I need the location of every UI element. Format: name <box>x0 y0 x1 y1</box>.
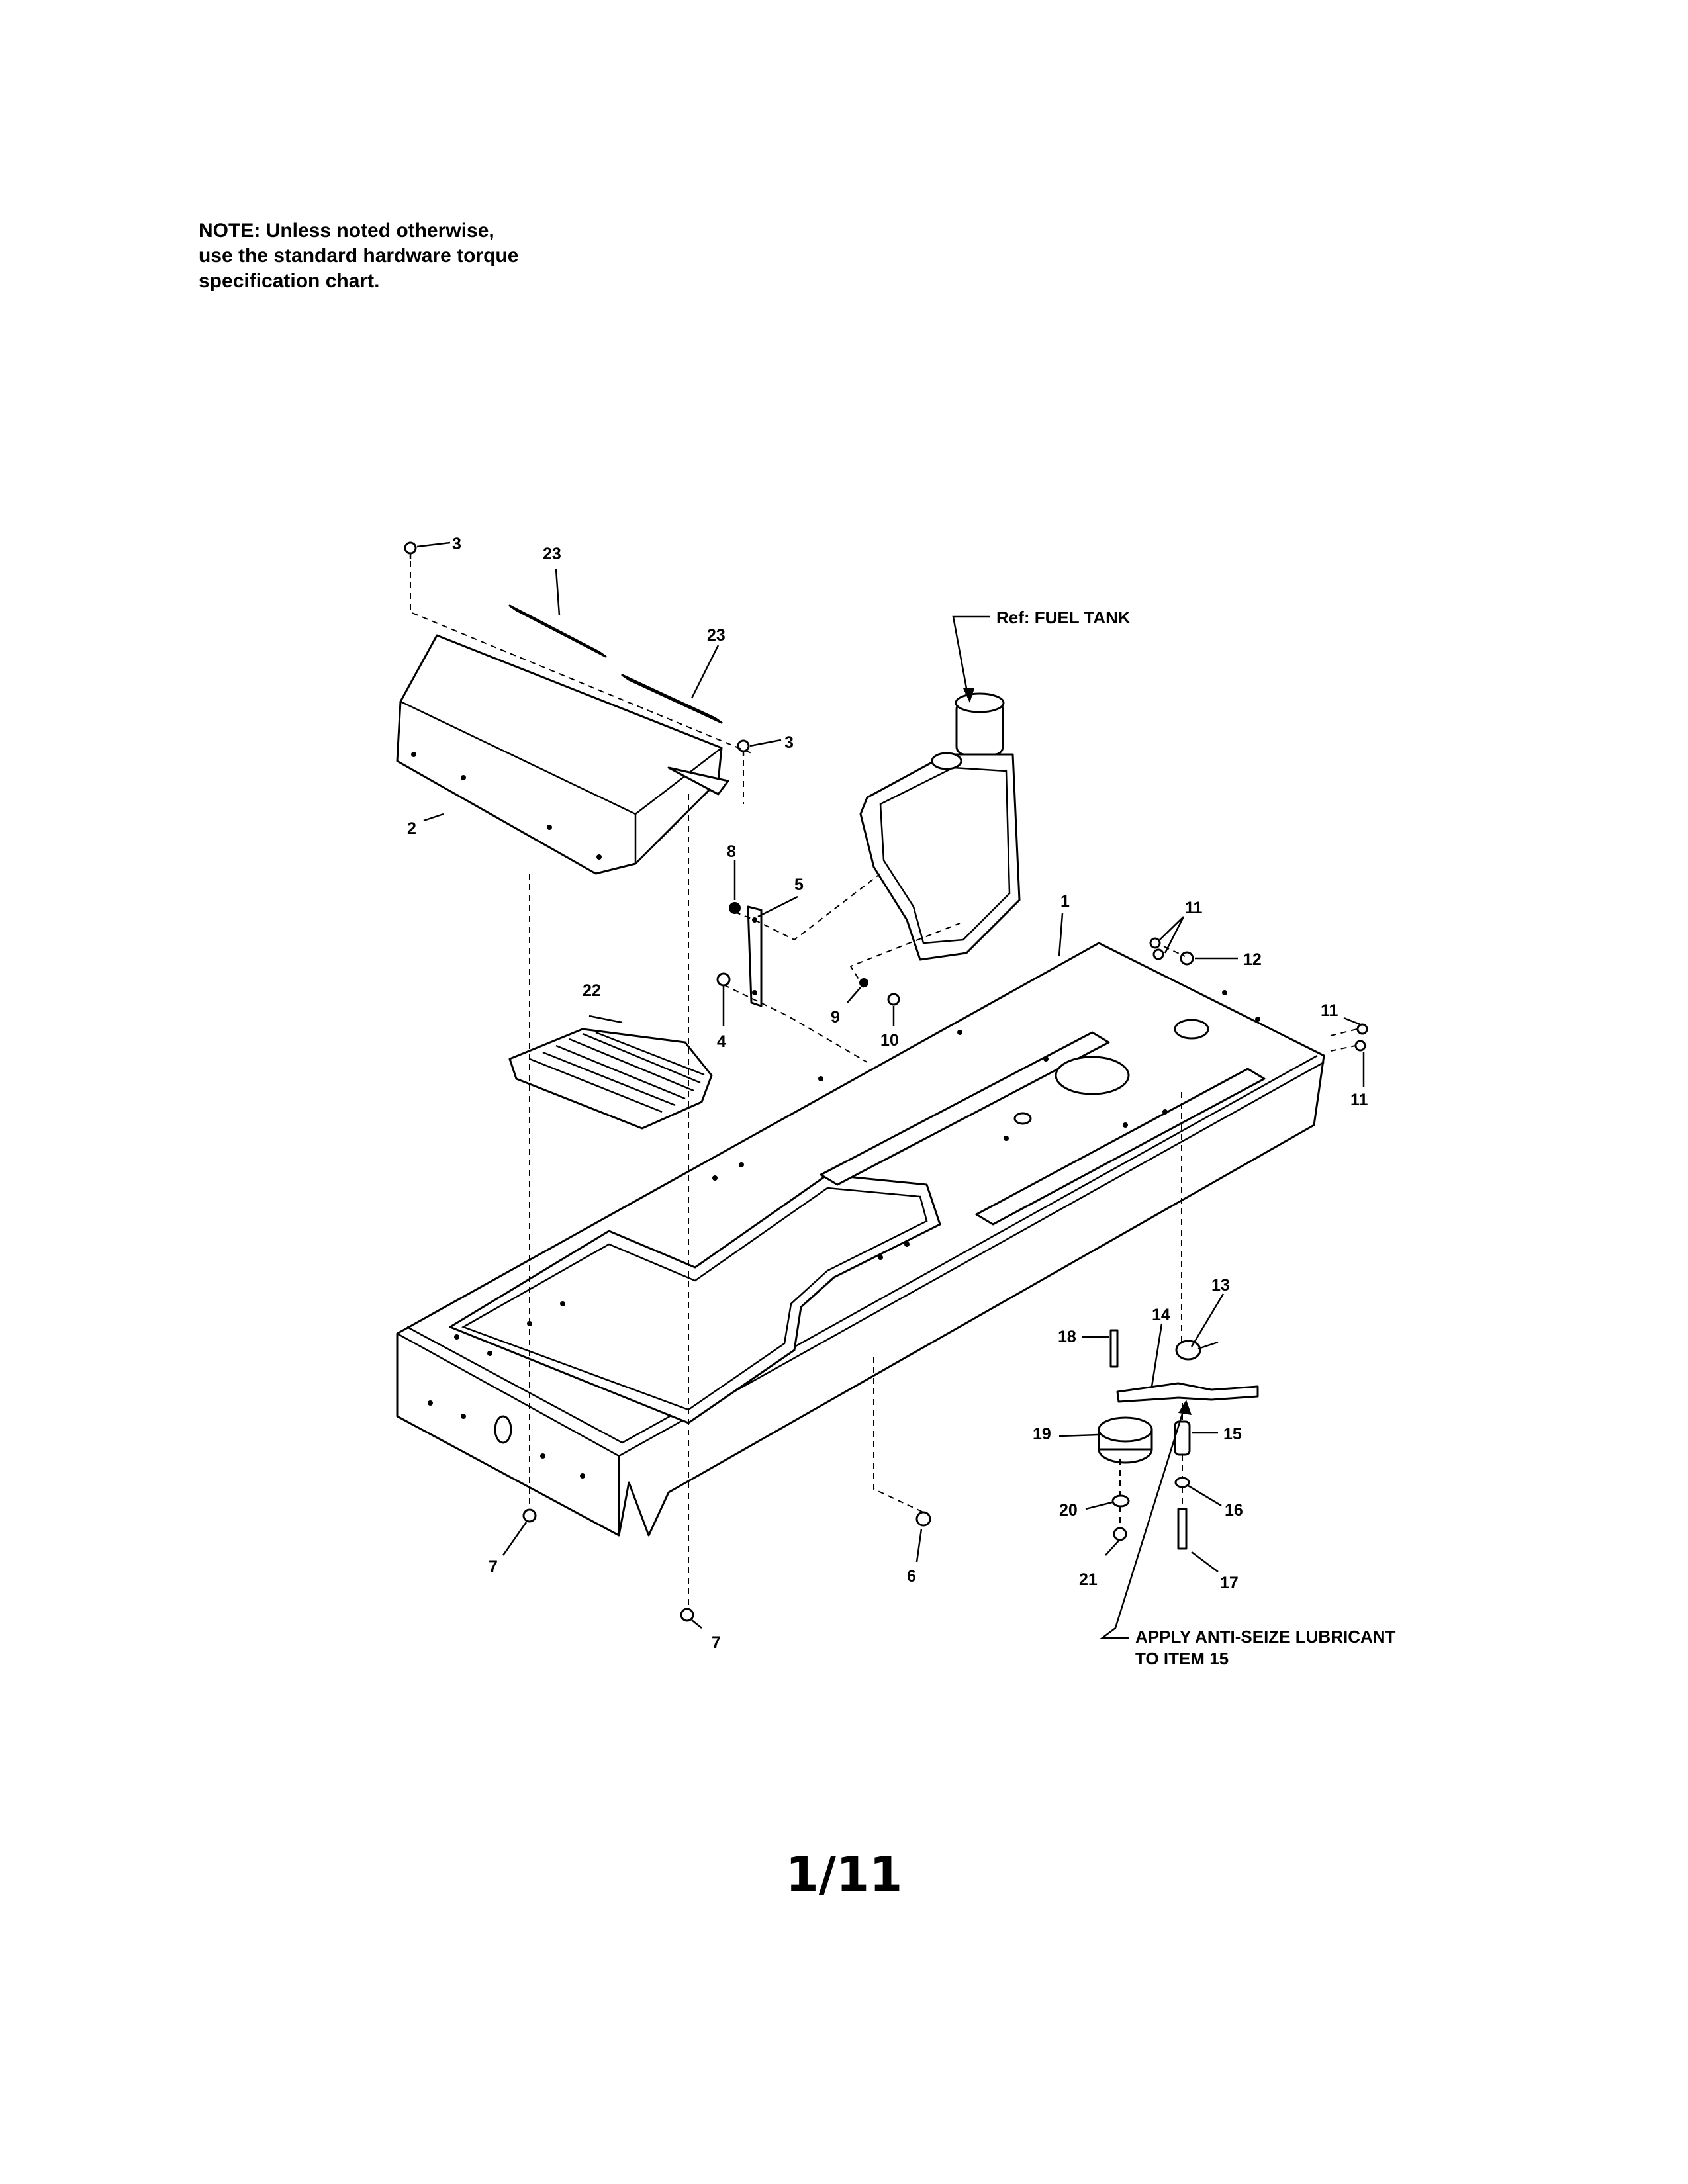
part-label: 22 <box>583 981 601 1000</box>
part-label: 5 <box>794 876 804 894</box>
note-line-2: use the standard hardware torque <box>199 245 519 267</box>
part-label: 15 <box>1223 1425 1242 1443</box>
part-label: 21 <box>1079 1570 1098 1589</box>
bracket-part <box>747 905 763 1007</box>
part-label: 7 <box>489 1557 498 1576</box>
torque-note: NOTE: Unless noted otherwise, use the st… <box>199 218 518 294</box>
part-label: 2 <box>407 819 416 838</box>
part-label: 14 <box>1152 1306 1170 1324</box>
fuel-tank-reference: Ref: FUEL TANK <box>996 608 1131 627</box>
floor-mat-part <box>508 1028 713 1130</box>
part-label: 10 <box>880 1031 899 1050</box>
hardware-parts <box>404 541 1368 1622</box>
part-label: 16 <box>1225 1501 1243 1520</box>
part-label: 20 <box>1059 1501 1078 1520</box>
part-label: 23 <box>707 626 726 645</box>
part-label: 3 <box>452 535 461 553</box>
part-label: 11 <box>1321 1001 1338 1020</box>
part-label: 6 <box>907 1567 916 1586</box>
part-label: 12 <box>1243 950 1262 969</box>
note-line-3: specification chart. <box>199 270 380 292</box>
part-label: 3 <box>784 733 794 752</box>
part-labels: 1 2 3 3 4 5 6 7 7 8 9 10 11 11 11 12 13 … <box>407 535 1368 1652</box>
part-label: 8 <box>727 842 736 861</box>
part-label: 17 <box>1220 1574 1239 1592</box>
anti-seize-instruction-item: TO ITEM 15 <box>1135 1649 1229 1668</box>
assembly-lines <box>410 561 1358 1608</box>
frame-part <box>396 942 1325 1537</box>
part-label: 11 <box>1185 899 1203 917</box>
part-label: 11 <box>1350 1091 1368 1109</box>
part-label: 4 <box>717 1032 726 1051</box>
part-label: 18 <box>1058 1328 1076 1346</box>
cover-part <box>396 634 729 875</box>
note-line-1: NOTE: Unless noted otherwise, <box>199 220 494 242</box>
part-label: 7 <box>712 1633 721 1652</box>
anti-seize-instruction: APPLY ANTI-SEIZE LUBRICANT <box>1135 1627 1396 1647</box>
part-label: 1 <box>1060 892 1070 911</box>
part-label: 23 <box>543 545 561 563</box>
part-label: 19 <box>1033 1425 1051 1443</box>
page-number: 1/11 <box>785 1846 903 1902</box>
part-label: 13 <box>1211 1276 1230 1295</box>
fuel-tank-part <box>859 692 1021 961</box>
leader-lines <box>416 541 1365 1639</box>
trim-strip-part <box>508 604 723 724</box>
part-label: 9 <box>831 1008 840 1026</box>
